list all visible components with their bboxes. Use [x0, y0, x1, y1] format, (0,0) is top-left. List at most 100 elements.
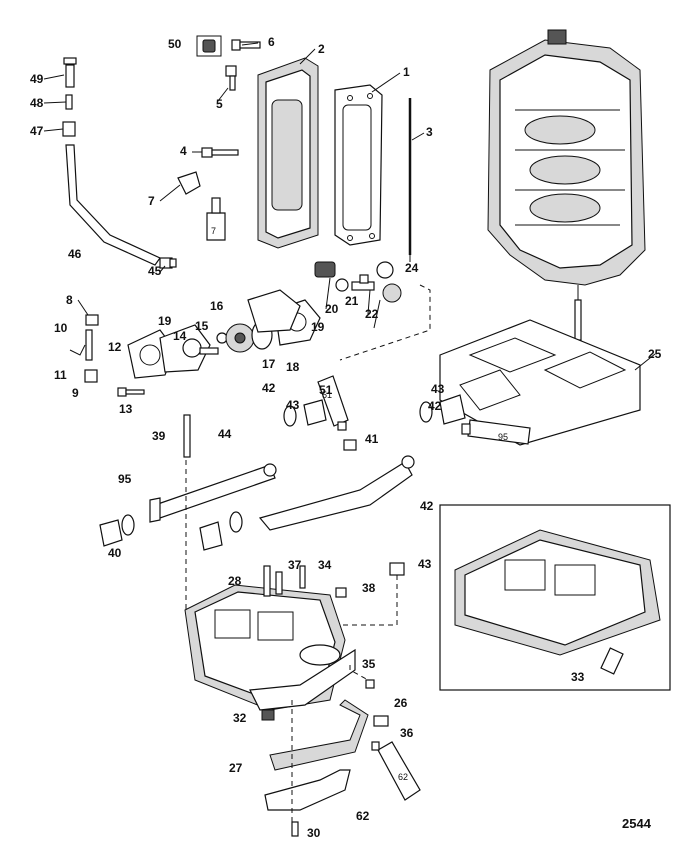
part-32 — [365, 679, 375, 689]
callout: 42 — [420, 499, 434, 513]
callout: 38 — [362, 581, 376, 595]
screw-13 — [117, 387, 145, 397]
callout: 62 — [356, 809, 370, 823]
tube-label: 51 — [322, 390, 332, 400]
callout: 4 — [180, 144, 187, 158]
callout: 7 — [148, 194, 155, 208]
gasket-1 — [334, 84, 383, 246]
callout: 40 — [108, 546, 122, 560]
bracket-30 — [264, 769, 351, 811]
callout: 17 — [262, 357, 276, 371]
callout: 8 — [66, 293, 73, 307]
mount-43-d — [199, 511, 243, 551]
tube-95 — [461, 419, 531, 445]
mount-43-c — [99, 519, 123, 547]
fitting-45 — [159, 257, 177, 269]
spring-20 — [314, 261, 336, 278]
part-22 — [351, 274, 375, 291]
callout: 39 — [152, 429, 166, 443]
part-48 — [65, 94, 73, 110]
callout: 26 — [394, 696, 408, 710]
callout: 14 — [173, 329, 187, 343]
plate-2 — [257, 57, 319, 249]
screw-4 — [201, 147, 239, 158]
callout: 43 — [431, 382, 445, 396]
part-21 — [335, 278, 349, 292]
callout: 43 — [286, 398, 300, 412]
callout: 95 — [118, 472, 132, 486]
callout: 2 — [318, 42, 325, 56]
callout: 41 — [365, 432, 379, 446]
callout: 44 — [218, 427, 232, 441]
document-number: 2544 — [622, 816, 652, 831]
callout: 19 — [311, 320, 325, 334]
callout: 21 — [345, 294, 359, 308]
callout: 37 — [288, 558, 302, 572]
tube-7 — [206, 197, 226, 241]
screw-5 — [225, 65, 237, 91]
inset-frame — [439, 504, 671, 691]
washer-42-c — [121, 514, 135, 536]
tube-label: 95 — [498, 432, 508, 442]
washer-42-a — [283, 405, 297, 427]
callout: 20 — [325, 302, 339, 316]
callout: 3 — [426, 125, 433, 139]
fitting-27 — [600, 647, 624, 675]
gasket-25 — [439, 319, 641, 446]
clip-7 — [177, 171, 201, 195]
bolt-39 — [183, 414, 191, 458]
bracket-40 — [258, 455, 415, 531]
callout: 42 — [262, 381, 276, 395]
mount-43-b — [439, 394, 466, 425]
callout: 18 — [286, 360, 300, 374]
callout: 50 — [168, 37, 182, 51]
pin-10 — [85, 329, 93, 361]
powerhead-block — [487, 29, 646, 341]
impeller-16 — [225, 323, 255, 353]
part-11 — [69, 344, 86, 356]
bracket-44 — [149, 463, 277, 523]
gasket-19b — [247, 289, 301, 333]
washer-42-b — [419, 401, 433, 423]
adapter-plate-26 — [184, 584, 356, 711]
callout: 27 — [229, 761, 243, 775]
valve-24 — [376, 261, 402, 303]
callout: 9 — [72, 386, 79, 400]
callout: 11 — [54, 368, 67, 382]
callout: 15 — [195, 319, 209, 333]
callout: 10 — [54, 321, 68, 335]
screw-37 — [299, 565, 306, 589]
part-36 — [261, 709, 275, 721]
tube-label: 7 — [211, 226, 216, 236]
clamp-47 — [62, 121, 76, 137]
callout: 16 — [210, 299, 224, 313]
part-14 — [199, 347, 219, 355]
screw-6 — [231, 39, 261, 51]
callout: 51 — [319, 383, 333, 397]
callout: 32 — [233, 711, 247, 725]
screw-31 — [291, 821, 299, 837]
callout: 47 — [30, 124, 44, 138]
callout: 48 — [30, 96, 44, 110]
mount-43-a — [303, 399, 327, 426]
callout: 30 — [307, 826, 321, 840]
part-34 — [389, 562, 405, 576]
callout: 34 — [318, 558, 332, 572]
callout: 12 — [108, 340, 122, 354]
callout: 33 — [571, 670, 585, 684]
callout: 35 — [362, 657, 376, 671]
inset-adapter-view — [454, 529, 661, 656]
tube-label: 62 — [398, 772, 408, 782]
seal-29 — [269, 699, 369, 771]
nut-35 — [335, 587, 347, 598]
callout: 1 — [403, 65, 410, 79]
callout: 36 — [400, 726, 414, 740]
callout: 42 — [428, 399, 442, 413]
callout: 13 — [119, 402, 133, 416]
callout: 5 — [216, 97, 223, 111]
screw-28 — [275, 571, 283, 595]
callout: 46 — [68, 247, 82, 261]
tube-62 — [371, 741, 421, 801]
part-50 — [202, 39, 216, 53]
